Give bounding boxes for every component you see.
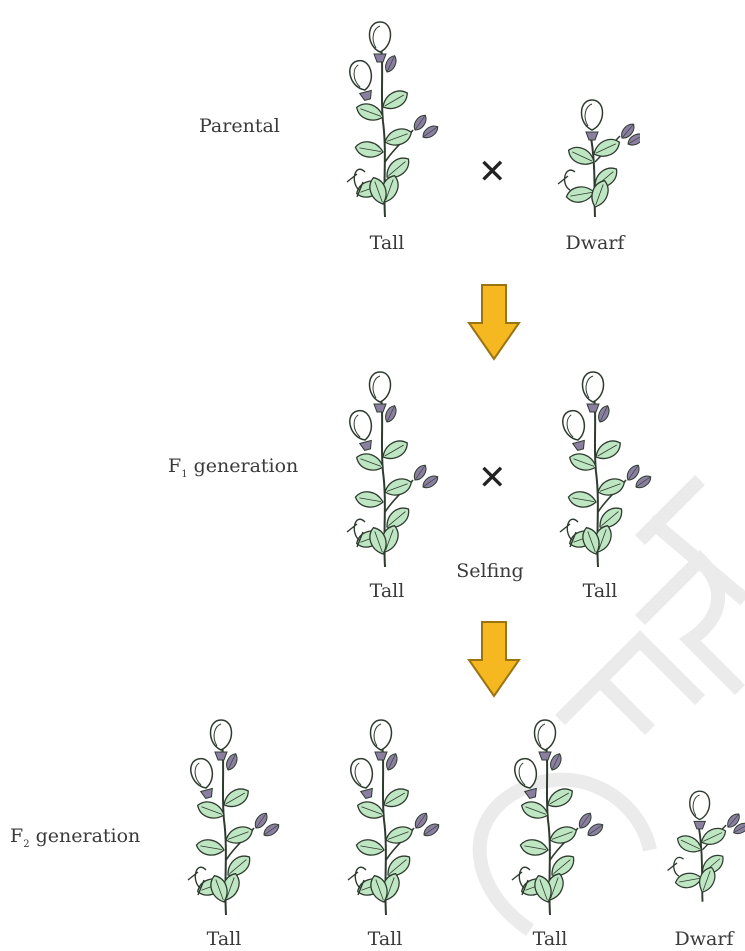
tall-plant-icon [335, 12, 440, 222]
tall-plant-icon [500, 710, 605, 920]
f1-tall-caption-right: Tall [582, 580, 618, 602]
f2-tall-caption-1: Tall [206, 928, 242, 950]
selfing-caption: Selfing [456, 560, 524, 582]
tall-plant-icon [336, 710, 441, 920]
parental-label: Parental [199, 115, 280, 137]
f1-tall-caption-left: Tall [369, 580, 405, 602]
f2-tall-caption-3: Tall [532, 928, 568, 950]
f2-tall-caption-2: Tall [367, 928, 403, 950]
down-arrow-icon [467, 621, 521, 698]
tall-plant-icon [176, 710, 281, 920]
tall-plant-icon [335, 362, 440, 572]
f1-generation-label: F1 generation [168, 455, 299, 480]
dwarf-plant-icon [550, 92, 640, 222]
down-arrow-icon [467, 284, 521, 361]
dwarf-plant-icon [660, 780, 745, 910]
parental-tall-caption: Tall [369, 232, 405, 254]
f2-generation-label: F2 generation [10, 825, 141, 850]
cross-symbol: ✕ [478, 458, 507, 498]
tall-plant-icon [548, 362, 653, 572]
f2-dwarf-caption: Dwarf [674, 928, 734, 950]
cross-symbol: ✕ [478, 152, 507, 192]
parental-dwarf-caption: Dwarf [565, 232, 625, 254]
